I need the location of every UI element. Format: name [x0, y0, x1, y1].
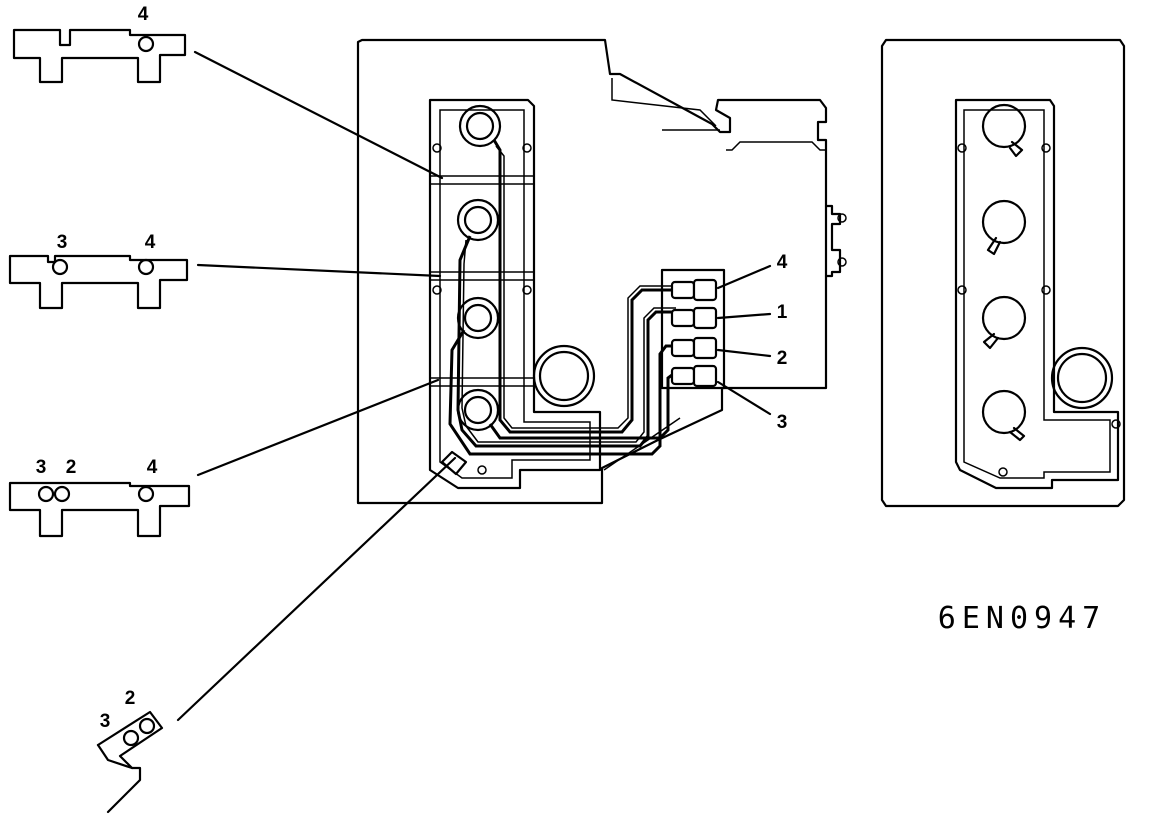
bracket-c-label-2: 2 — [66, 457, 77, 478]
engine-head-with-cables — [356, 38, 847, 505]
plug-boot-1 — [458, 104, 502, 148]
plug-boot-2 — [456, 198, 500, 242]
plug-well-4 — [981, 389, 1027, 442]
bracket-b-label-3: 3 — [57, 232, 68, 253]
coil-lead-label-4: 4 — [777, 252, 788, 273]
plug-well-2 — [981, 199, 1027, 256]
bracket-d: 3 2 — [96, 688, 164, 814]
engine-head-plain — [880, 38, 1126, 508]
plug-boot-4 — [456, 388, 500, 432]
bracket-leader-lines — [176, 50, 457, 722]
bracket-b-label-4: 4 — [145, 232, 156, 253]
coil-lead-labels: 4 1 2 3 — [716, 252, 788, 433]
coil-connector-block — [660, 268, 726, 390]
bracket-b: 3 4 — [8, 232, 189, 310]
coil-lead-label-2: 2 — [777, 348, 788, 369]
bracket-a-label-4: 4 — [138, 4, 149, 25]
ignition-cables — [448, 139, 677, 456]
plug-well-1 — [981, 103, 1027, 158]
diagram-code: 6EN0947 — [938, 601, 1106, 636]
bracket-a: 4 — [12, 4, 187, 84]
coil-lead-label-3: 3 — [777, 412, 788, 433]
bracket-c-label-3: 3 — [36, 457, 47, 478]
bracket-c: 3 2 4 — [8, 457, 191, 538]
coil-lead-label-1: 1 — [777, 302, 788, 323]
bracket-d-label-2: 2 — [125, 688, 136, 709]
bracket-d-label-3: 3 — [100, 711, 111, 732]
plug-well-3 — [981, 295, 1027, 350]
bracket-c-label-4: 4 — [147, 457, 158, 478]
